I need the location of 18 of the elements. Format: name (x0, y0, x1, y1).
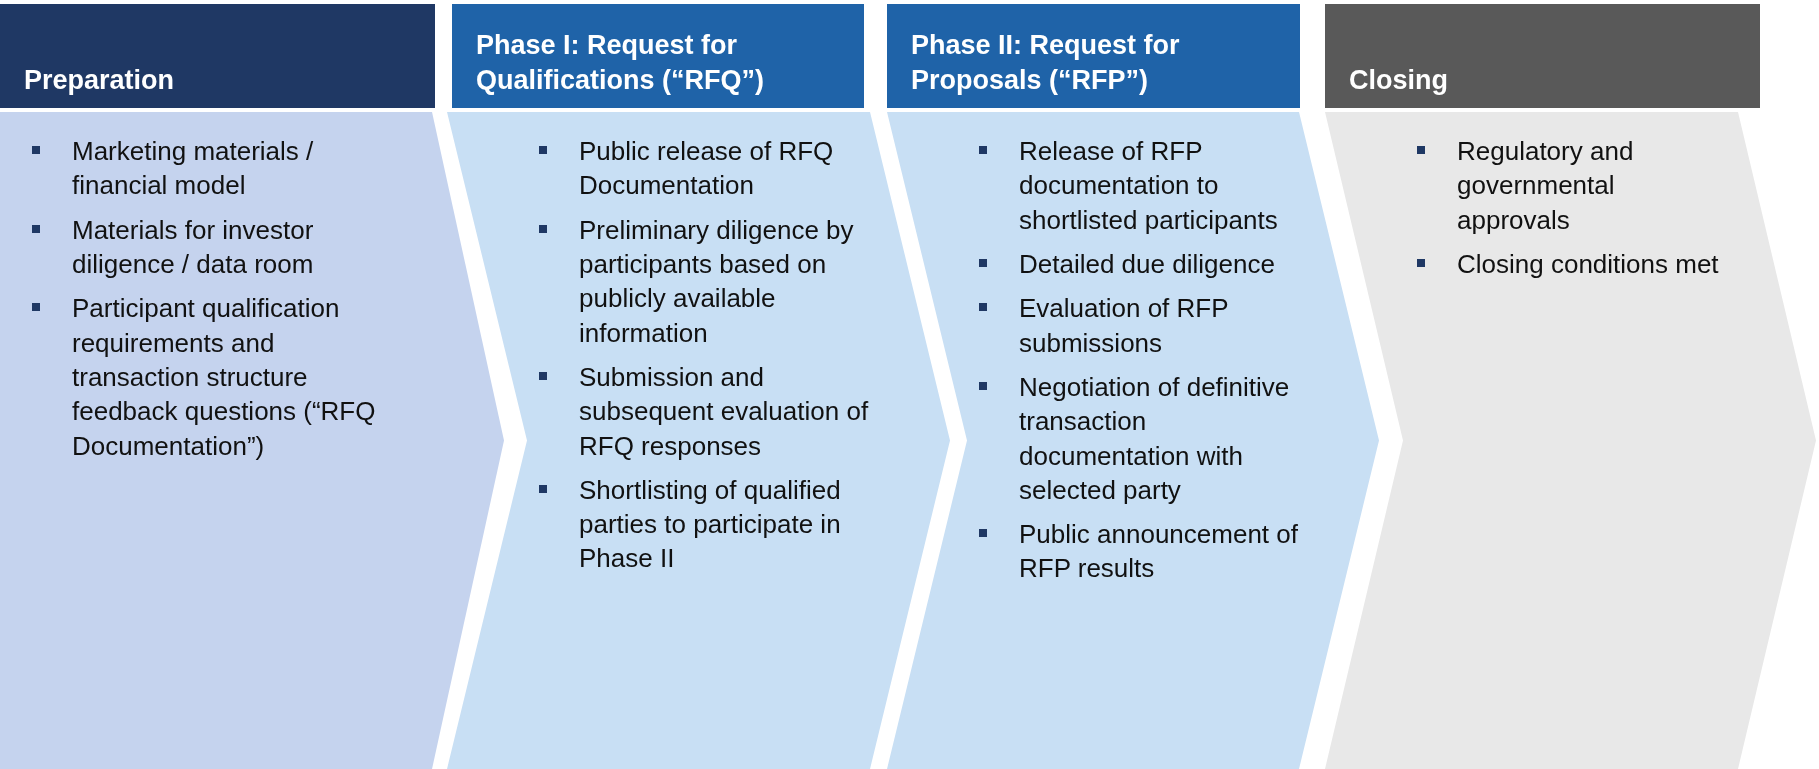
bullet-text: Participant qualification requirements and transaction structure feedback questions (“RFQ Documentation”) (72, 293, 376, 461)
bullet-text: Release of RFP documentation to shortlisted participants (1019, 136, 1278, 235)
bullet-text: Public release of RFQ Documentation (579, 136, 834, 201)
bullet-text: Preliminary diligence by participants based on publicly available information (579, 214, 854, 348)
phase-header: Phase II: Request for Proposals (“RFP”) (887, 4, 1300, 108)
bullet-text: Evaluation of RFP submissions (1019, 293, 1229, 358)
phase-header: Preparation (0, 4, 435, 108)
bullet-text: Regulatory and governmental approvals (1457, 136, 1634, 235)
bullet-text: Shortlisting of qualified parties to participate in Phase II (579, 474, 841, 574)
phase-header: Closing (1325, 4, 1760, 108)
phase-header: Phase I: Request for Qualifications (“RFQ”) (452, 4, 864, 108)
bullet-text: Public announcement of RFP results (1019, 519, 1298, 584)
bullet-text: Submission and subsequent evaluation of RFQ responses (579, 361, 869, 461)
bullet-text: Marketing materials / financial model (72, 136, 314, 201)
bullet-text: Detailed due diligence (1019, 248, 1275, 279)
bullet-text: Closing conditions met (1457, 248, 1719, 279)
bullet-text: Negotiation of definitive transaction documentation with selected party (1019, 371, 1290, 505)
bullet-text: Materials for investor diligence / data room (72, 214, 314, 279)
